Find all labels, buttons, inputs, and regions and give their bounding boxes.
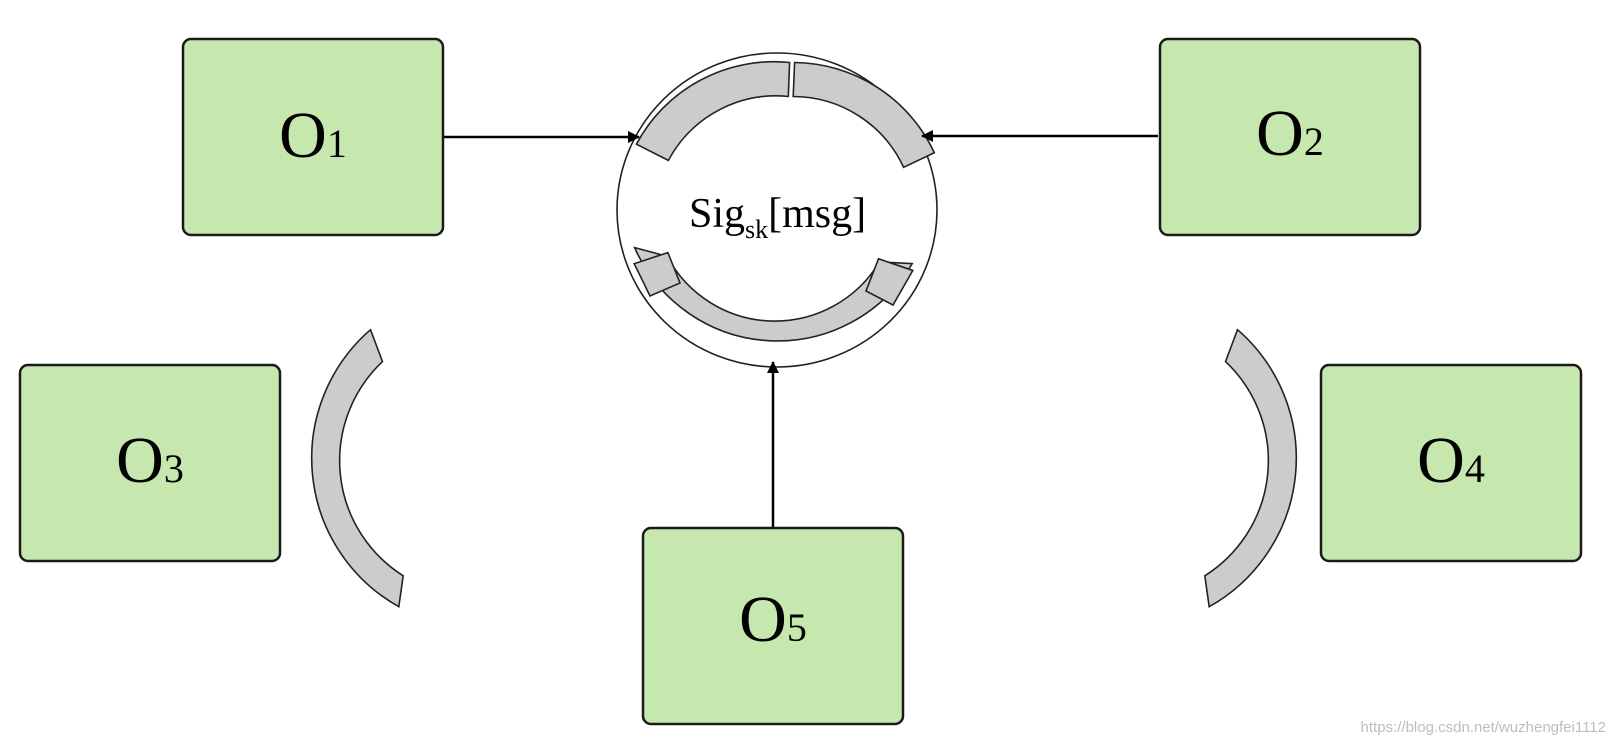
node-o2: O2 <box>1158 37 1422 237</box>
share-segment-top-right <box>792 61 936 169</box>
svg-text:O1: O1 <box>279 99 347 172</box>
node-o3-index: 3 <box>164 446 184 491</box>
node-o1-index: 1 <box>327 121 347 166</box>
signature-ring <box>616 52 938 368</box>
node-o3: O3 <box>18 363 282 563</box>
node-o4-letter: O <box>1417 424 1465 497</box>
node-o2-index: 2 <box>1304 119 1324 164</box>
share-segment-inner-left <box>633 251 682 298</box>
svg-text:O4: O4 <box>1417 424 1485 497</box>
svg-text:O5: O5 <box>739 583 807 656</box>
signature-subscript: sk <box>745 215 768 244</box>
signature-prefix: Sig <box>689 191 745 237</box>
svg-text:O3: O3 <box>116 424 184 497</box>
share-arc-o3 <box>310 328 405 608</box>
share-segment-inner-right <box>864 257 914 307</box>
share-arc-o4 <box>1203 328 1298 608</box>
node-o4: O4 <box>1319 363 1583 563</box>
node-o4-index: 4 <box>1465 446 1485 491</box>
node-o1-letter: O <box>279 99 327 172</box>
node-o1: O1 <box>181 37 445 237</box>
node-o5-index: 5 <box>787 605 807 650</box>
watermark-url: https://blog.csdn.net/wuzhengfei1112 <box>1361 719 1606 736</box>
signature-label: Sigsk[msg] <box>689 191 866 244</box>
share-segment-bottom <box>633 246 914 342</box>
svg-text:O2: O2 <box>1256 97 1324 170</box>
node-o5: O5 <box>641 526 905 726</box>
signature-suffix: [msg] <box>768 191 866 237</box>
node-o5-letter: O <box>739 583 787 656</box>
node-o2-letter: O <box>1256 97 1304 170</box>
node-o3-letter: O <box>116 424 164 497</box>
share-segment-top-left <box>635 60 791 162</box>
